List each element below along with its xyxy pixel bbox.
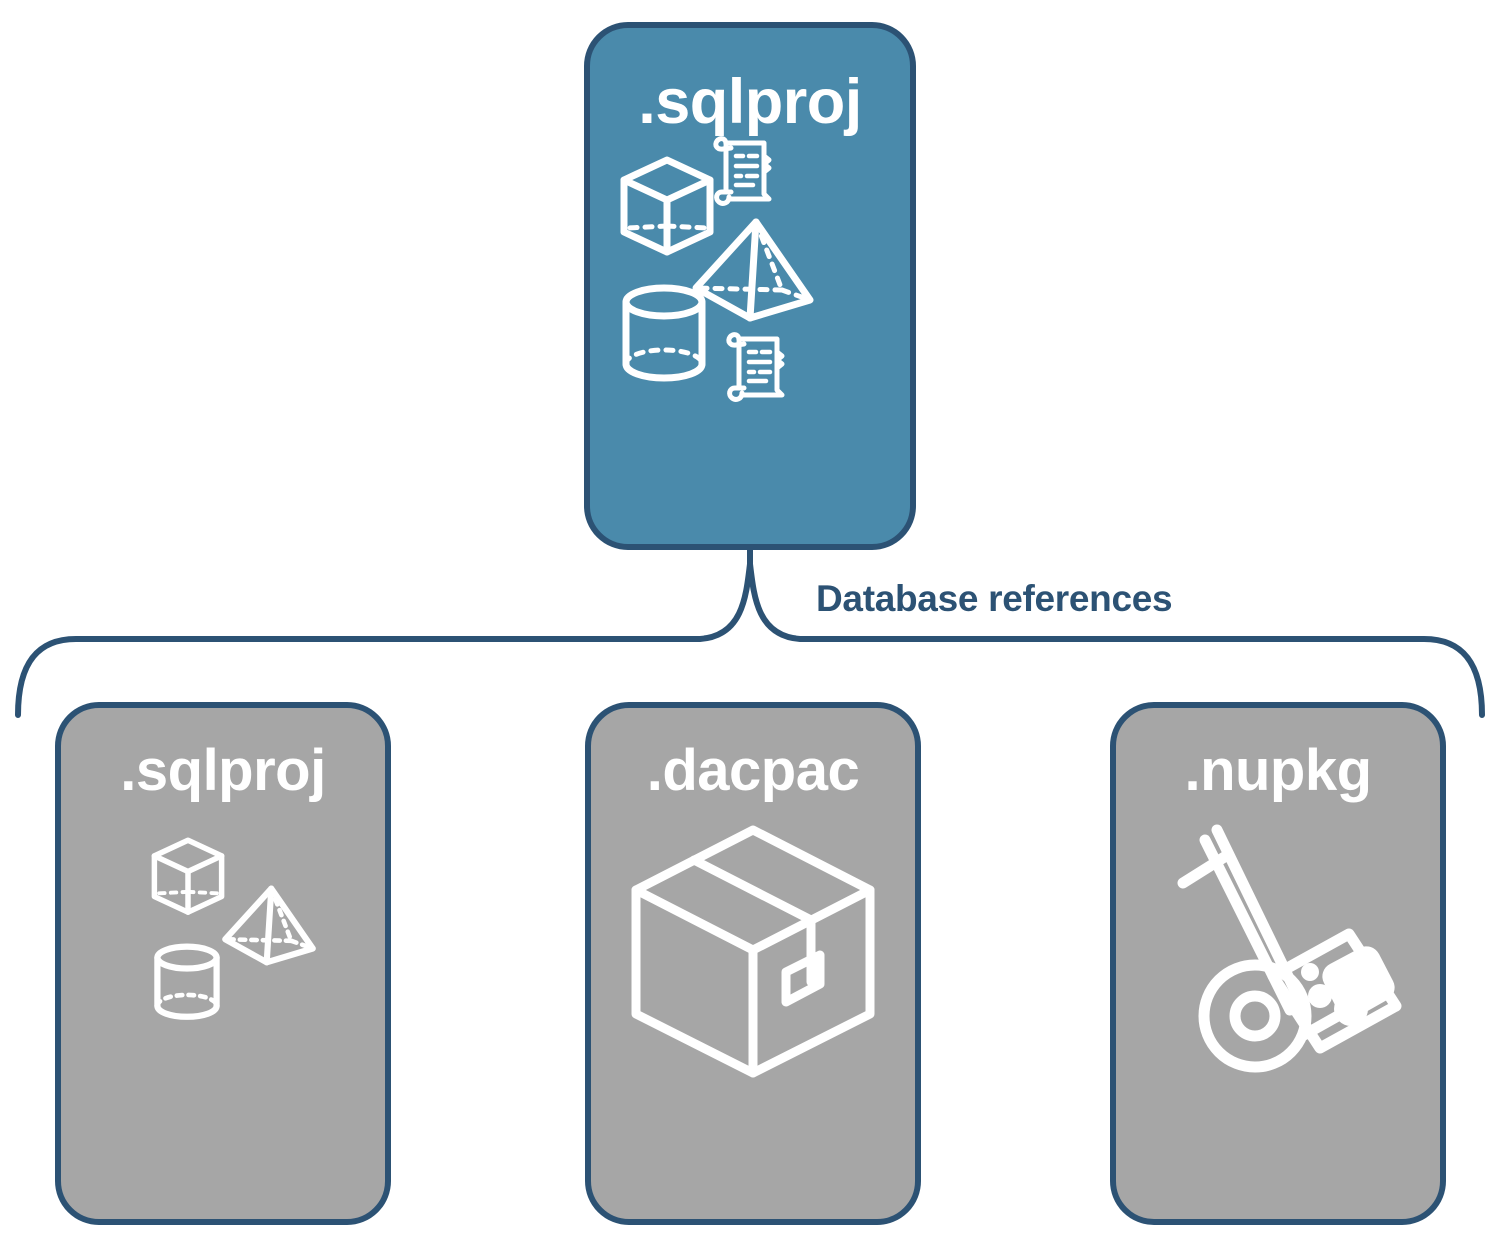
card-sqlproj-artwork [61,800,385,1219]
card-root-title: .sqlproj [638,67,862,137]
package-box-icon [631,825,875,1078]
card-root-artwork [590,134,910,544]
card-nupkg-title: .nupkg [1184,738,1372,803]
cylinder-icon [154,943,220,1020]
hand-truck-icon [1177,824,1402,1073]
cube-icon [151,837,225,915]
scroll-icon [726,332,785,402]
card-child-nupkg[interactable]: .nupkg [1110,702,1446,1225]
nuget-package-icon [1267,928,1402,1054]
pyramid-icon [692,218,814,322]
pyramid-icon [222,885,316,966]
card-nupkg-artwork [1116,800,1440,1219]
card-dacpac-title: .dacpac [646,738,860,803]
card-child-sqlproj[interactable]: .sqlproj [55,702,391,1225]
cube-icon [620,156,714,256]
scroll-icon [713,136,772,206]
connector-label: Database references [816,578,1173,619]
cylinder-icon [622,284,706,382]
card-dacpac-artwork [591,800,915,1219]
card-sqlproj-title: .sqlproj [120,738,326,803]
card-child-dacpac[interactable]: .dacpac [585,702,921,1225]
card-root-sqlproj[interactable]: .sqlproj [584,22,916,550]
